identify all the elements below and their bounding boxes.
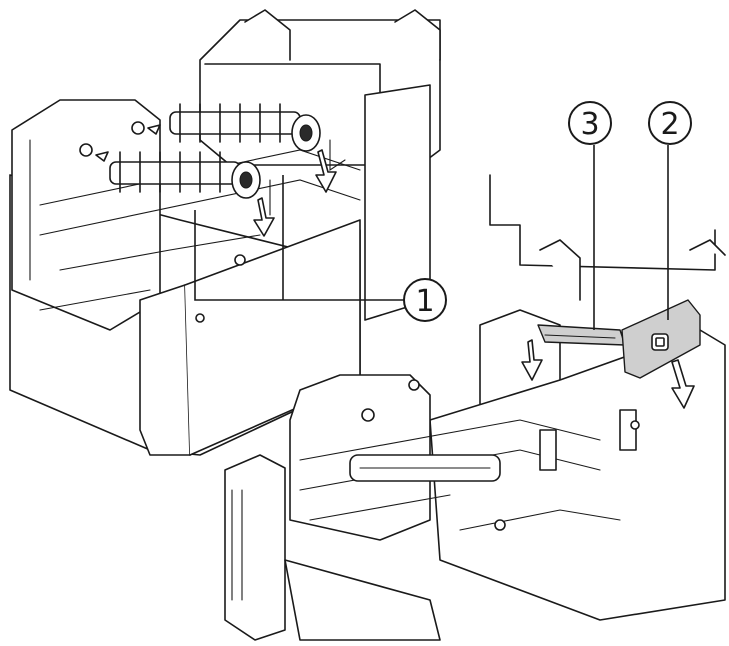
insertion-arrows-right	[521, 339, 695, 409]
spindle-lower	[109, 151, 261, 199]
media-guide-part	[537, 324, 626, 346]
insertion-arrows-left	[95, 124, 337, 237]
callout-3: 3	[568, 101, 612, 330]
cover-plate-part	[621, 299, 701, 379]
callout-1-label: 1	[415, 284, 434, 319]
callout-2: 2	[648, 101, 692, 320]
callout-3-label: 3	[580, 107, 599, 142]
callout-1: 1	[194, 175, 447, 322]
spindle-upper	[169, 103, 321, 152]
callout-2-label: 2	[660, 107, 679, 142]
printer-right	[224, 174, 726, 641]
